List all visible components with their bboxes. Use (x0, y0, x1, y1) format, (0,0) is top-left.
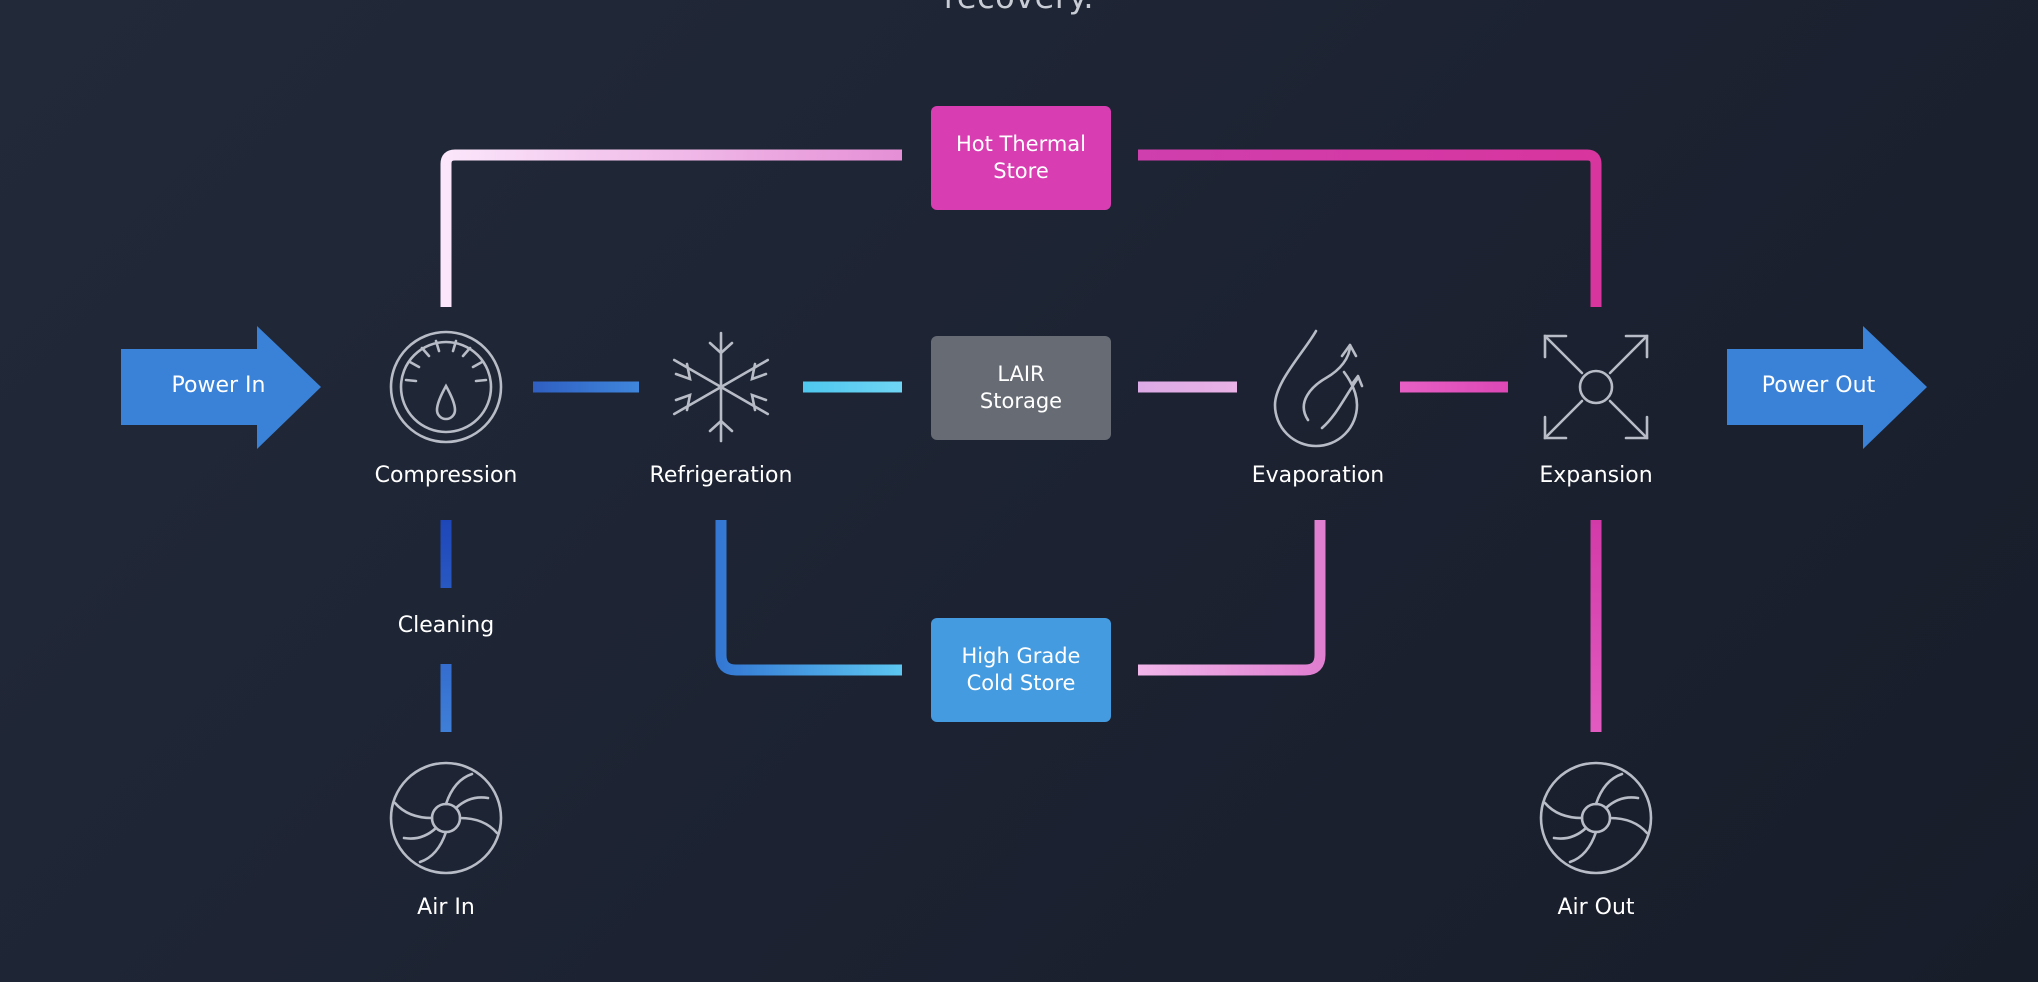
line-compression-hot-store (440, 149, 902, 307)
line-refrigeration-cold-store (715, 520, 902, 676)
line-cold-store-evaporation (1138, 520, 1326, 676)
gauge-icon (389, 330, 503, 444)
power-in-label: Power In (171, 373, 266, 398)
fan-icon (389, 761, 503, 875)
flame-icon (1273, 329, 1364, 448)
power-out-label: Power Out (1761, 373, 1876, 398)
expansion-label: Expansion (1539, 463, 1653, 488)
snowflake-icon (672, 331, 770, 443)
lair-storage: LAIR Storage (931, 336, 1111, 440)
caption-fragment: recovery. (0, 0, 2038, 16)
air-out-label: Air Out (1557, 895, 1635, 920)
fan-icon (1539, 761, 1653, 875)
line-hot-store-expansion (1138, 149, 1602, 307)
hot-thermal-store: Hot Thermal Store (931, 106, 1111, 210)
power-in-arrow (121, 326, 321, 449)
refrigeration-label: Refrigeration (649, 463, 793, 488)
high-grade-cold-store: High Grade Cold Store (931, 618, 1111, 722)
expand-icon (1543, 334, 1649, 440)
compression-label: Compression (374, 463, 518, 488)
power-out-arrow (1727, 326, 1927, 449)
cleaning-label: Cleaning (397, 613, 495, 638)
air-in-label: Air In (417, 895, 475, 920)
evaporation-label: Evaporation (1251, 463, 1385, 488)
